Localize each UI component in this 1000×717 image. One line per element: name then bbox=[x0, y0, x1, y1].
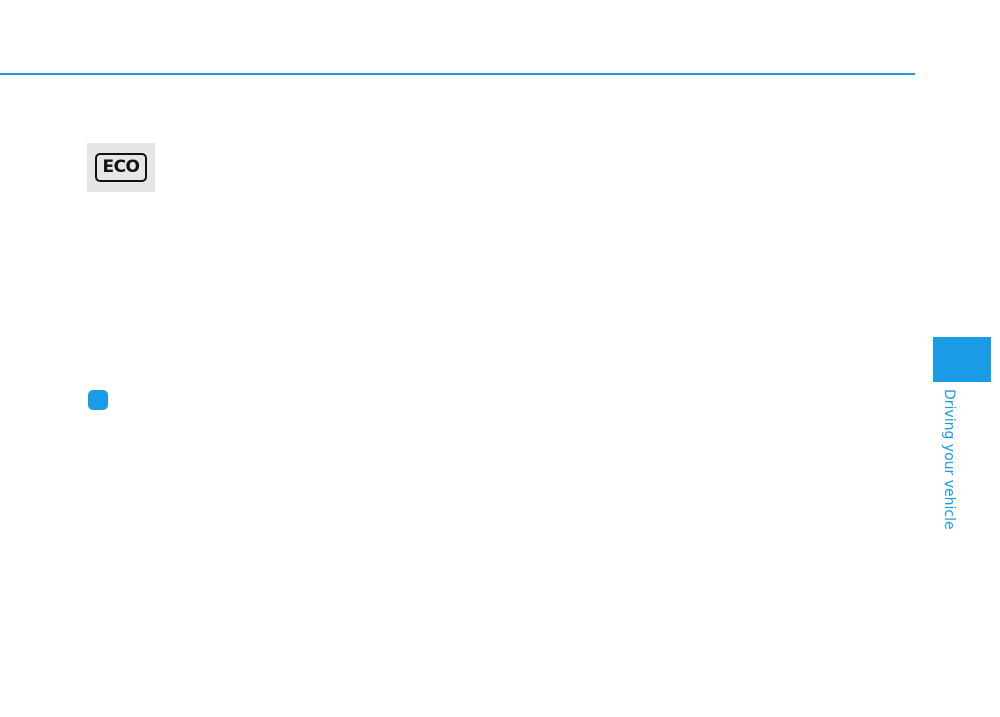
chapter-tab-label: Driving your vehicle bbox=[941, 389, 957, 530]
header-rule bbox=[0, 73, 915, 75]
chapter-tab bbox=[933, 337, 991, 382]
eco-mode-icon: ECO bbox=[87, 143, 155, 192]
eco-badge-label: ECO bbox=[95, 153, 147, 182]
bullet-marker-icon bbox=[88, 390, 108, 410]
